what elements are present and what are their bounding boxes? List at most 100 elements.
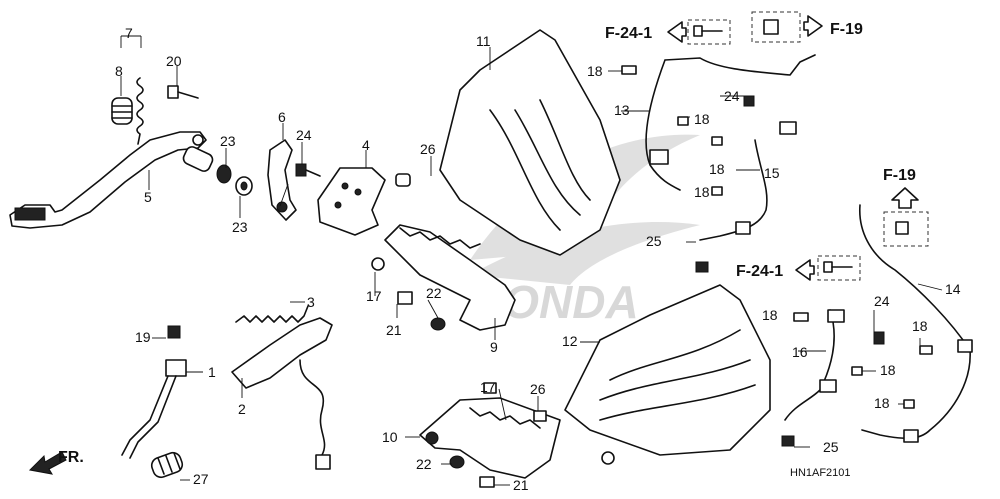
ref-arrow-left-mid (795, 259, 815, 281)
callout-7[interactable]: 7 (125, 25, 133, 41)
part-5-brake-pedal (9, 131, 207, 229)
part-15-cable (699, 139, 768, 241)
callout-22a[interactable]: 22 (426, 285, 442, 301)
callout-18d[interactable]: 18 (694, 184, 710, 200)
part-18-bolt-e (793, 312, 809, 322)
part-17-bolt-b (483, 382, 497, 394)
part-2-brake-switch (231, 317, 333, 470)
callout-17a[interactable]: 17 (366, 288, 382, 304)
ref-box-top-right (751, 11, 801, 43)
callout-23b[interactable]: 23 (232, 219, 248, 235)
callout-13[interactable]: 13 (614, 102, 630, 118)
part-18-bolt-a (621, 65, 637, 75)
callout-15[interactable]: 15 (764, 165, 780, 181)
callout-17b[interactable]: 17 (480, 379, 496, 395)
part-24-bolt-c (873, 331, 885, 345)
callout-24c[interactable]: 24 (874, 293, 890, 309)
callout-19[interactable]: 19 (135, 329, 151, 345)
diagram-code: HN1AF2101 (790, 467, 851, 479)
part-10-footpeg (419, 397, 561, 479)
callout-10[interactable]: 10 (382, 429, 398, 445)
ref-arrow-right-top (803, 15, 823, 37)
part-16-cable (784, 309, 845, 421)
callout-27[interactable]: 27 (193, 471, 209, 487)
reference-labels: F-24-1 F-19 F-19 F-24-1 (605, 21, 916, 280)
part-19-bolt (167, 325, 181, 339)
part-11-guard (439, 29, 621, 256)
callout-18c[interactable]: 18 (709, 161, 725, 177)
part-18-bolt-d (711, 186, 723, 196)
ref-f19-top[interactable]: F-19 (830, 21, 863, 38)
ref-f24-1-mid[interactable]: F-24-1 (736, 263, 783, 280)
callout-18h[interactable]: 18 (874, 395, 890, 411)
part-21-bolt-a (397, 291, 413, 305)
part-24-bolt-a (295, 163, 321, 177)
ref-f19-right[interactable]: F-19 (883, 167, 916, 184)
callout-25a[interactable]: 25 (646, 233, 662, 249)
part-27-rubber (150, 451, 184, 479)
callout-18g[interactable]: 18 (880, 362, 896, 378)
leader-lines (120, 35, 943, 486)
callout-3[interactable]: 3 (307, 294, 315, 310)
callout-25b[interactable]: 25 (823, 439, 839, 455)
callout-6[interactable]: 6 (278, 109, 286, 125)
callout-14[interactable]: 14 (945, 281, 961, 297)
callout-18e[interactable]: 18 (762, 307, 778, 323)
callout-24a[interactable]: 24 (296, 127, 312, 143)
ref-box-top-left (687, 19, 731, 45)
callout-5[interactable]: 5 (144, 189, 152, 205)
callout-12[interactable]: 12 (562, 333, 578, 349)
callout-18f[interactable]: 18 (912, 318, 928, 334)
part-20-bolt (167, 85, 199, 99)
callout-24b[interactable]: 24 (724, 88, 740, 104)
callout-20[interactable]: 20 (166, 53, 182, 69)
part-22-washer-b (449, 455, 465, 469)
callout-23a[interactable]: 23 (220, 133, 236, 149)
part-25-bolt-b (781, 435, 795, 447)
part-9-footpeg (384, 224, 516, 331)
callout-26b[interactable]: 26 (530, 381, 546, 397)
part-12-guard (564, 284, 771, 465)
part-7-spring (136, 77, 144, 145)
callout-11[interactable]: 11 (476, 33, 491, 49)
ref-box-right (883, 211, 929, 247)
part-26-nut-b (533, 410, 547, 422)
ref-box-mid (817, 255, 861, 281)
callout-26a[interactable]: 26 (420, 141, 436, 157)
callout-18a[interactable]: 18 (587, 63, 603, 79)
callout-21b[interactable]: 21 (513, 477, 529, 493)
part-6-arm (267, 139, 297, 221)
part-pedal-pivot (182, 146, 253, 196)
callout-8[interactable]: 8 (115, 63, 123, 79)
front-arrow-label: FR. (58, 449, 84, 466)
callout-18b[interactable]: 18 (694, 111, 710, 127)
part-4-bracket (317, 167, 386, 236)
part-3-spring (235, 305, 309, 323)
front-arrow: FR. (28, 449, 84, 475)
ref-arrow-up-right (891, 187, 919, 209)
part-14-cable (859, 204, 973, 443)
ref-arrow-left-top (667, 21, 687, 43)
callout-4[interactable]: 4 (362, 137, 370, 153)
part-18-bolt-b (677, 116, 689, 126)
part-18-bolt-h (903, 399, 915, 409)
callout-22b[interactable]: 22 (416, 456, 432, 472)
callout-21a[interactable]: 21 (386, 322, 402, 338)
part-13-cable (645, 54, 816, 191)
callout-2[interactable]: 2 (238, 401, 246, 417)
part-26-nut-a (395, 173, 411, 187)
callout-labels: 7 8 20 6 24 4 26 11 23 5 23 3 17 22 21 9… (115, 25, 961, 493)
part-18-bolt-g (851, 366, 863, 376)
part-18-bolt-f (919, 345, 933, 355)
callout-1[interactable]: 1 (208, 364, 216, 380)
ref-f24-1-top[interactable]: F-24-1 (605, 25, 652, 42)
part-21-bolt-b (479, 476, 495, 488)
callout-9[interactable]: 9 (490, 339, 498, 355)
part-18-bolt-c (711, 136, 723, 146)
part-8-cap (111, 97, 133, 125)
part-17-bolt-a (371, 257, 385, 271)
part-1-rod (121, 359, 187, 459)
callout-16[interactable]: 16 (792, 344, 808, 360)
